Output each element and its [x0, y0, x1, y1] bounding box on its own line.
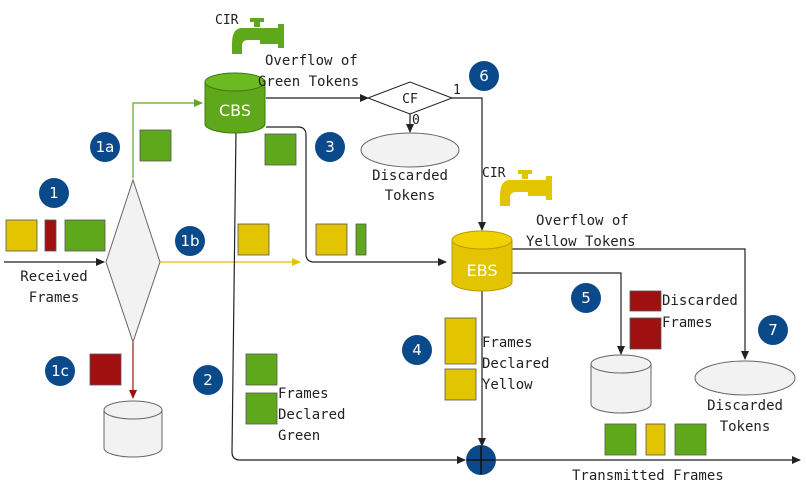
cbs-label: CBS [219, 101, 251, 120]
ebs-bucket: EBS [451, 230, 513, 292]
frame-red [629, 290, 662, 312]
overflow-green-line2: Green Tokens [258, 74, 359, 90]
declared-green-line1: Frames [278, 386, 329, 402]
cf-zero-label: 0 [412, 113, 420, 128]
frame-yellow [315, 223, 348, 256]
frame-red [89, 353, 122, 386]
frame-yellow [444, 317, 477, 365]
step-badge-1b: 1b [175, 226, 205, 256]
frame-green [245, 392, 278, 425]
svg-text:2: 2 [203, 371, 213, 389]
cf-one-arrow [448, 97, 486, 231]
ebs-discard-arrow [510, 272, 625, 355]
faucet-icon [232, 18, 284, 54]
green-declared-arrow [231, 129, 466, 464]
step-badge-1c: 1c [45, 356, 75, 386]
frame-green [245, 353, 278, 386]
svg-text:1c: 1c [51, 362, 69, 380]
discarded-tokens-2-line1: Discarded [707, 398, 783, 414]
discarded-tokens-ellipse-1 [360, 132, 460, 168]
yellow-discard-bucket [590, 354, 652, 414]
step-badge-4: 4 [402, 335, 432, 365]
discarded-tokens-1-line2: Tokens [385, 188, 436, 204]
cbs-bucket: CBS [204, 72, 266, 134]
frame-green [674, 423, 707, 456]
cf-label: CF [402, 92, 418, 107]
frame-yellow [237, 223, 270, 256]
cf-one-label: 1 [453, 83, 461, 98]
svg-text:5: 5 [581, 289, 591, 307]
svg-text:6: 6 [479, 67, 489, 85]
declared-green-line2: Declared [278, 407, 345, 423]
frame-green [139, 129, 172, 162]
declared-yellow-line1: Frames [482, 335, 533, 351]
discarded-tokens-1-line1: Discarded [372, 168, 448, 184]
frame-yellow [5, 219, 38, 252]
discarded-tokens-ellipse-2 [694, 360, 796, 396]
green-path-arrow [132, 99, 203, 178]
faucet-icon [500, 170, 552, 206]
frame-red [629, 317, 662, 350]
svg-text:4: 4 [412, 341, 422, 359]
frame-green [64, 219, 106, 252]
red-discard-bucket [103, 400, 163, 458]
svg-text:7: 7 [768, 321, 778, 339]
received-line1: Received [20, 269, 87, 285]
svg-text:3: 3 [325, 138, 335, 156]
cir-top-label: CIR [215, 13, 239, 28]
frame-green [355, 223, 367, 256]
ebs-label: EBS [467, 261, 498, 280]
overflow-yellow-line2: Yellow Tokens [526, 234, 636, 250]
discarded-tokens-2-line2: Tokens [720, 419, 771, 435]
frame-yellow [645, 423, 666, 456]
plus-circle-icon [466, 445, 496, 475]
step-badge-5: 5 [571, 283, 601, 313]
step-badge-1a: 1a [90, 132, 120, 162]
frame-yellow [444, 368, 477, 401]
discarded-frames-line2: Frames [662, 315, 713, 331]
transmitted-label: Transmitted Frames [572, 468, 724, 484]
step-badge-6: 6 [469, 61, 499, 91]
discarded-frames-line1: Discarded [662, 293, 738, 309]
step-badge-1: 1 [39, 178, 69, 208]
step-badge-2: 2 [193, 365, 223, 395]
step-badge-7: 7 [758, 315, 788, 345]
declared-green-line3: Green [278, 428, 320, 444]
declared-yellow-line2: Declared [482, 356, 549, 372]
frame-green [264, 133, 297, 166]
frame-red [44, 219, 57, 252]
overflow-yellow-line1: Overflow of [536, 213, 629, 229]
received-line2: Frames [29, 290, 80, 306]
declared-yellow-line3: Yellow [482, 377, 533, 393]
classifier-diamond [105, 178, 161, 344]
svg-text:1a: 1a [96, 138, 115, 156]
svg-text:1: 1 [49, 184, 59, 202]
step-badge-3: 3 [315, 132, 345, 162]
svg-text:1b: 1b [180, 232, 199, 250]
overflow-green-line1: Overflow of [265, 53, 358, 69]
cbs-to-ebs-arrow [266, 126, 447, 266]
cir-mid-label: CIR [482, 166, 506, 181]
ebs-overflow-arrow [510, 248, 749, 360]
frame-green [604, 423, 637, 456]
cf-decision [366, 81, 454, 115]
